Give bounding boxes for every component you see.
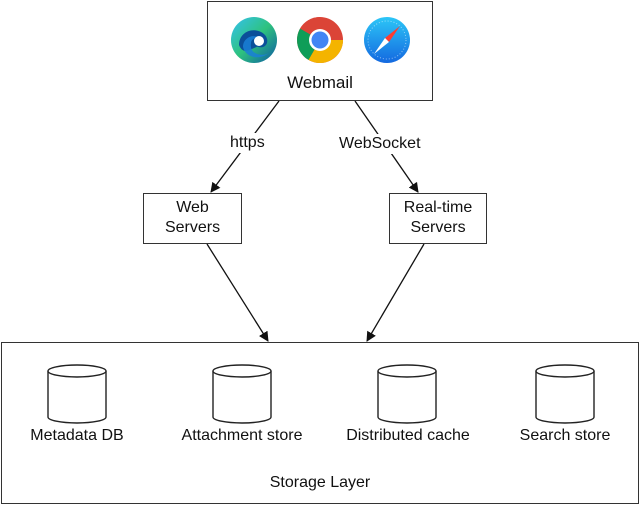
distributed-cache-label: Distributed cache (346, 427, 470, 444)
https-label: https (227, 133, 268, 153)
realtime-servers-label-line2: Servers (410, 219, 466, 236)
webmail-label: Webmail (287, 73, 353, 92)
realtime-servers-box (389, 193, 487, 244)
metadata-db-cylinder-icon (47, 364, 107, 424)
attachment-store-label: Attachment store (181, 427, 303, 444)
realtime-servers-label-line1: Real-time (403, 199, 473, 216)
search-store-label: Search store (519, 427, 611, 444)
safari-browser-icon (364, 17, 410, 63)
storage-layer-box (1, 342, 639, 504)
web-servers-label-line1: Web (176, 199, 209, 216)
search-store-cylinder-icon (535, 364, 595, 424)
metadata-db-label: Metadata DB (30, 427, 124, 444)
attachment-store-cylinder-icon (212, 364, 272, 424)
edge-web-servers-to-storage (206, 243, 269, 342)
edge-realtime-servers-to-storage (366, 243, 425, 342)
web-servers-label-line2: Servers (164, 219, 221, 236)
distributed-cache-cylinder-icon (377, 364, 437, 424)
websocket-label: WebSocket (336, 134, 424, 154)
storage-layer-label: Storage Layer (269, 474, 371, 491)
edge-browser-icon (231, 17, 277, 63)
web-servers-box (143, 193, 242, 244)
chrome-browser-icon (297, 17, 343, 63)
